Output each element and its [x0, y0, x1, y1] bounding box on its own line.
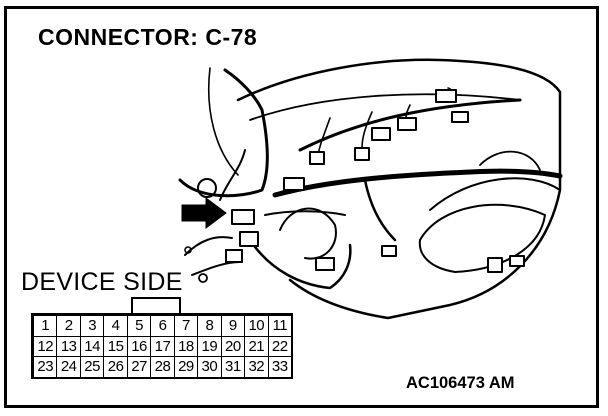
connector-pin: 6 [150, 315, 175, 337]
connector-pin: 25 [79, 356, 105, 378]
connector-block-12 [487, 257, 503, 273]
harness-branch-5 [363, 178, 397, 242]
connector-pin: 22 [267, 335, 292, 358]
connector-pin: 31 [220, 356, 246, 378]
center-wire-loop [279, 207, 337, 260]
connector-pin: 4 [103, 315, 128, 337]
connector-pin: 28 [150, 356, 175, 378]
connector-pin: 11 [267, 315, 292, 337]
harness-branch-2 [361, 111, 373, 149]
dashboard-top-edge [249, 93, 521, 121]
main-harness [272, 168, 563, 198]
connector-block-2 [239, 231, 259, 247]
connector-pin: 30 [197, 356, 222, 378]
connector-block-4 [283, 177, 305, 191]
connector-pin: 29 [173, 356, 199, 378]
figure-code: AC106473 AM [406, 374, 515, 392]
connector-pin: 5 [126, 315, 152, 337]
connector-pin: 20 [220, 335, 246, 358]
connector-block-3 [225, 249, 243, 263]
connector-block-7 [397, 117, 417, 131]
left-wire-3 [207, 67, 239, 176]
harness-branch-6 [264, 210, 346, 216]
connector-pin: 17 [150, 335, 175, 358]
connector-pin: 8 [197, 315, 222, 337]
connector-pin: 3 [79, 315, 105, 337]
connector-block-8 [435, 89, 457, 103]
connector-block-6 [354, 147, 370, 161]
connector-pin: 7 [173, 315, 199, 337]
connector-block-1 [231, 209, 255, 225]
connector-pin: 15 [103, 335, 128, 358]
connector-pin: 23 [33, 356, 58, 378]
grommet [197, 178, 217, 198]
connector-pin: 10 [244, 315, 269, 337]
connector-pin: 2 [56, 315, 81, 337]
connector-pin: 1 [33, 315, 58, 337]
connector-pin: 14 [79, 335, 105, 358]
left-long-wire [178, 68, 269, 198]
device-side-label: DEVICE SIDE [21, 268, 183, 296]
cluster-opening [418, 203, 546, 273]
connector-pin: 18 [173, 335, 199, 358]
connector-block-9 [451, 111, 469, 123]
ring-terminal [198, 273, 208, 283]
connector-block-5 [309, 151, 325, 165]
connector-pin: 32 [244, 356, 269, 378]
cluster-hood [429, 177, 561, 211]
pointer-arrow [181, 197, 227, 229]
connector-block-14 [381, 245, 397, 257]
connector-key-tab [131, 297, 181, 315]
connector-pin: 12 [33, 335, 58, 358]
connector-pin: 16 [126, 335, 152, 358]
gauge-arc [479, 150, 541, 171]
connector-pin: 21 [244, 335, 269, 358]
connector-pin: 27 [126, 356, 152, 378]
connector-pin: 9 [220, 315, 246, 337]
connector-pin: 19 [197, 335, 222, 358]
connector-pin: 24 [56, 356, 81, 378]
lower-left-wire-2 [191, 261, 241, 276]
clip [184, 246, 192, 254]
lower-harness [248, 238, 352, 290]
connector-block-10 [371, 127, 391, 141]
left-wire-2 [219, 149, 246, 201]
connector-title: CONNECTOR: C-78 [38, 24, 258, 50]
connector-pin: 13 [56, 335, 81, 358]
diagram-frame [4, 6, 599, 408]
connector-block-11 [315, 257, 335, 271]
connector-block-13 [509, 255, 525, 267]
lower-left-wire [184, 236, 233, 256]
dashboard-outline [236, 58, 562, 320]
connector-pin: 26 [103, 356, 128, 378]
connector-pin: 33 [267, 356, 292, 378]
